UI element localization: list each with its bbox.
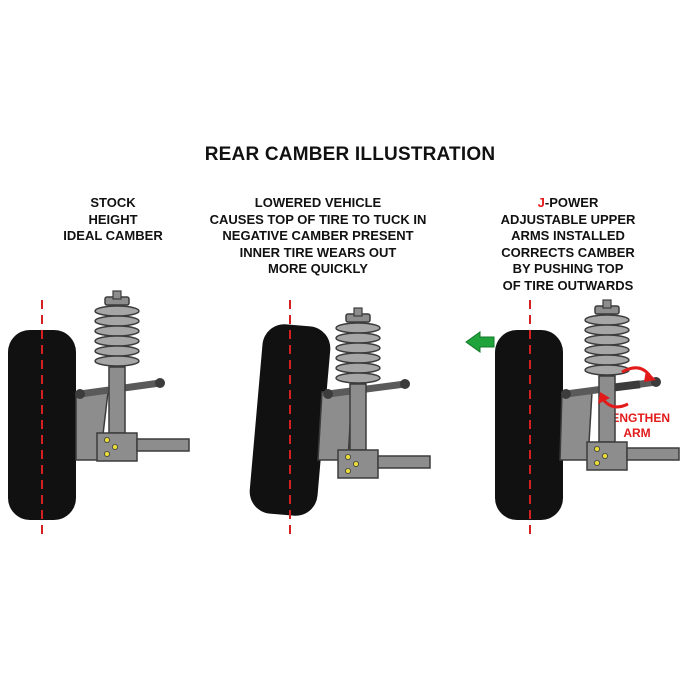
- brand-rest: -POWER: [544, 195, 599, 210]
- strut-lowered: [335, 307, 431, 479]
- brand-prefix: J: [537, 195, 545, 210]
- red-rotation-arrow-icon: [598, 366, 656, 409]
- panel-jpower: [465, 299, 680, 540]
- page-title: REAR CAMBER ILLUSTRATION: [204, 144, 496, 165]
- lengthen-arm-label: LENGTHEN ARM: [604, 411, 670, 440]
- caption-lowered: LOWERED VEHICLE CAUSES TOP OF TIRE TO TU…: [209, 195, 427, 276]
- caption-jpower: J-POWER ADJUSTABLE UPPER ARMS INSTALLED …: [500, 195, 636, 293]
- caption-stock: STOCK HEIGHT IDEAL CAMBER: [63, 195, 163, 243]
- strut-stock: [94, 290, 190, 462]
- panel-lowered: [249, 300, 431, 540]
- panel-stock: [8, 290, 190, 540]
- green-left-arrow-icon: [465, 331, 495, 353]
